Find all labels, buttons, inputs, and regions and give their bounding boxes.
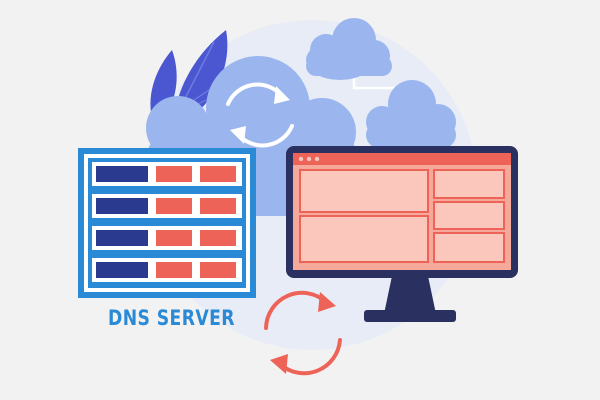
monitor-base (364, 310, 456, 322)
small-cloud-top (306, 18, 392, 80)
sync-arrows-icon (264, 290, 342, 376)
sync-arrows-icon (226, 82, 294, 148)
dns-server-rack (78, 148, 256, 298)
screen-panels (300, 170, 504, 262)
server-slot-row (92, 226, 242, 250)
monitor-topbar (293, 153, 511, 165)
dns-server-label: DNS SERVER (108, 306, 235, 330)
small-cloud-right (366, 80, 456, 148)
server-slot-row (92, 258, 242, 282)
server-slot-row (92, 162, 242, 186)
monitor-stand (384, 276, 436, 314)
server-slot-row (92, 194, 242, 218)
monitor (286, 146, 518, 322)
